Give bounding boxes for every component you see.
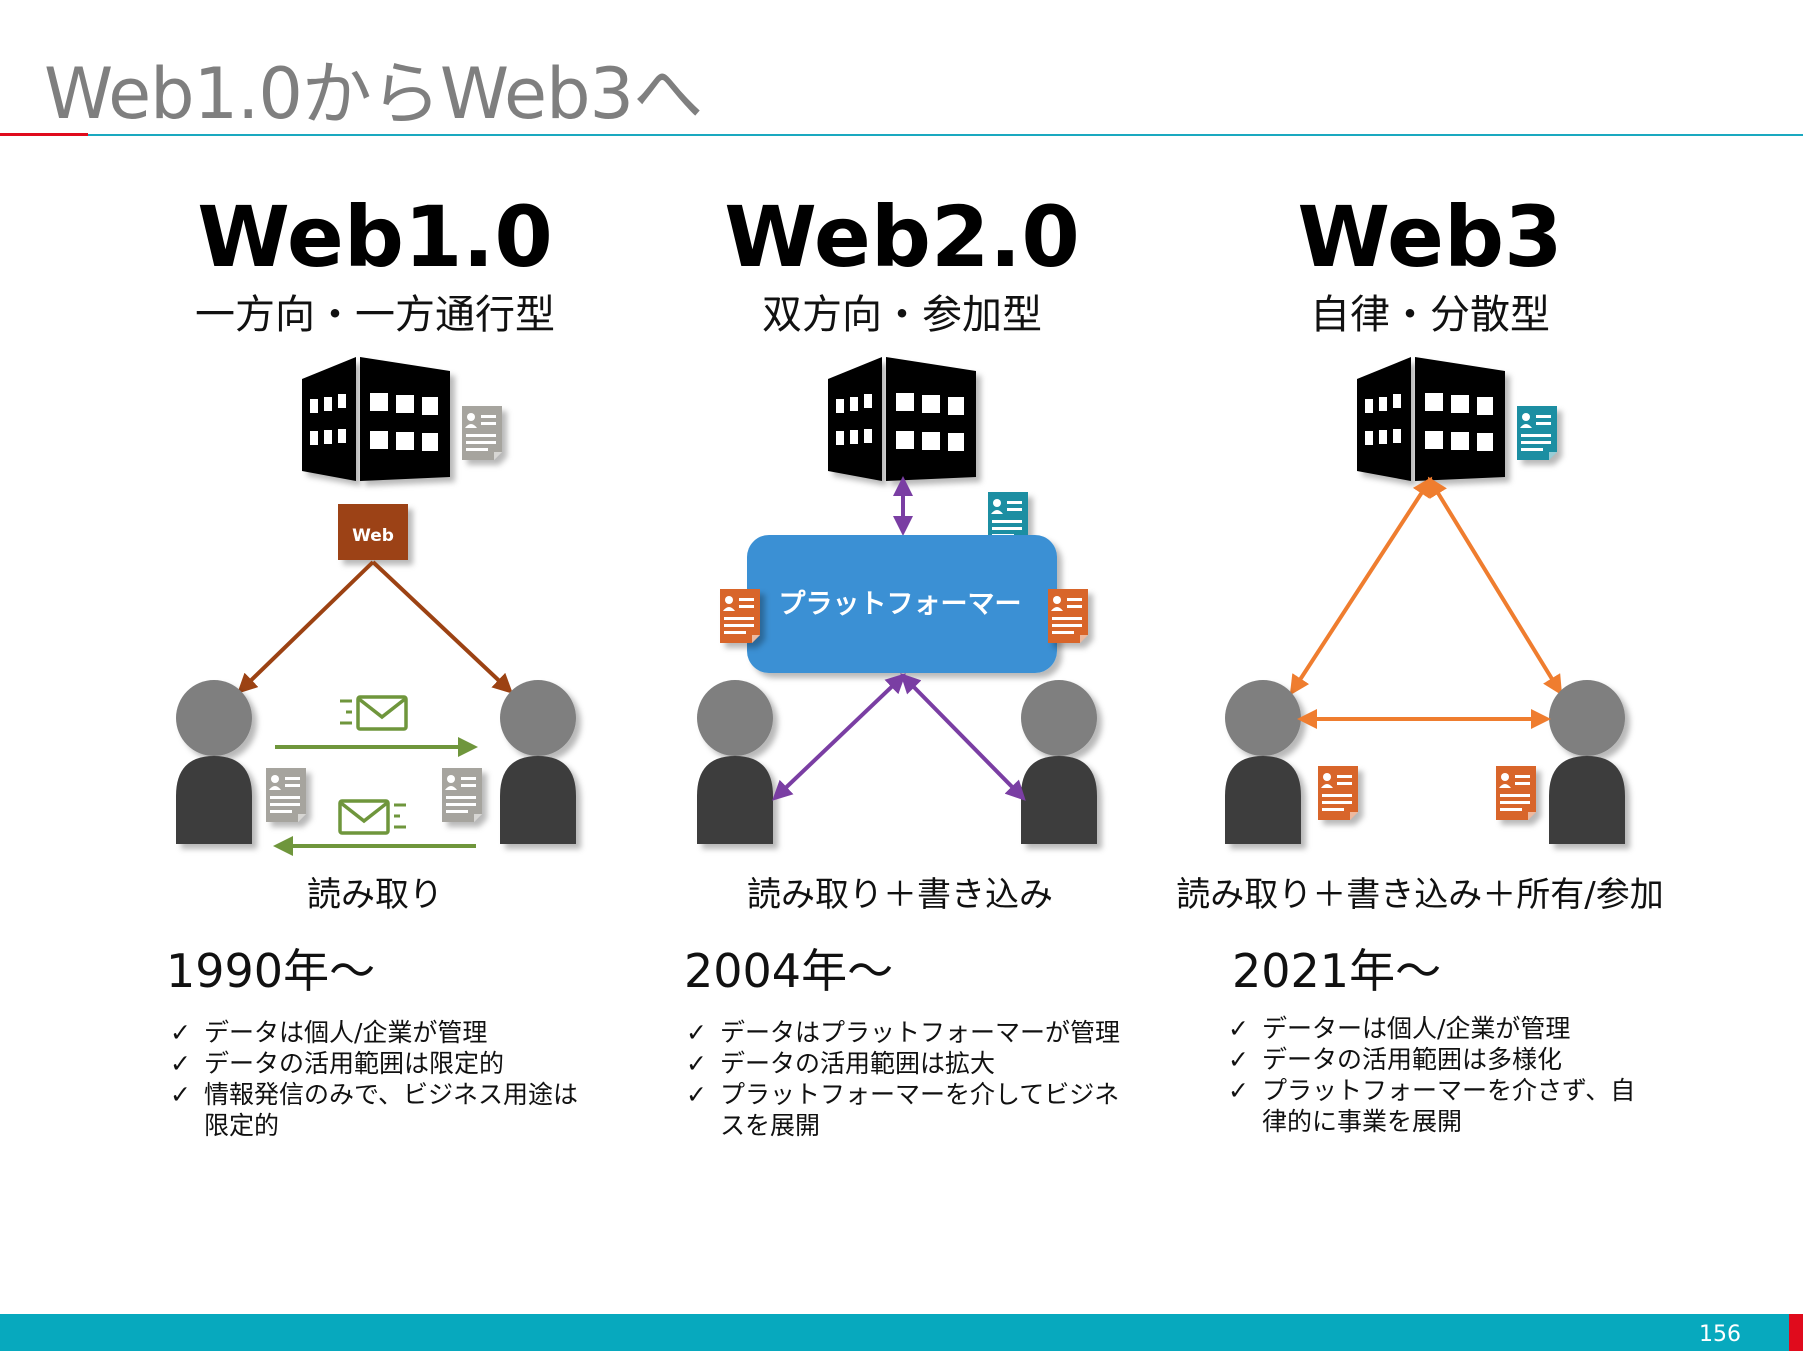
arrow-web-to-user-right <box>371 560 513 694</box>
web2-bullet-list: ✓データはプラットフォーマーが管理 ✓データの活用範囲は拡大 ✓プラットフォーマ… <box>684 1017 1136 1141</box>
check-icon: ✓ <box>1228 1076 1249 1105</box>
arrow-web-to-user-left <box>237 560 375 694</box>
document-icon <box>266 768 306 822</box>
web1-diagram: Web <box>176 357 576 856</box>
footer-accent <box>1789 1314 1803 1351</box>
web3-subtitle: 自律・分散型 <box>1310 292 1550 338</box>
platform-box <box>747 535 1057 673</box>
check-icon: ✓ <box>686 1049 707 1078</box>
list-item: ✓データーは個人/企業が管理 <box>1228 1014 1571 1043</box>
web3-bullet-list: ✓データーは個人/企業が管理 ✓データの活用範囲は多様化 ✓プラットフォーマーを… <box>1226 1013 1656 1137</box>
arrow-building-user-right <box>1427 476 1563 696</box>
web1-bullet-list: ✓データは個人/企業が管理 ✓データの活用範囲は限定的 ✓情報発信のみで、ビジネ… <box>168 1017 598 1141</box>
page-number: 156 <box>1699 1322 1741 1347</box>
building-icon <box>1357 357 1505 481</box>
list-item: ✓データの活用範囲は限定的 <box>170 1049 505 1078</box>
document-icon <box>1517 406 1557 460</box>
check-icon: ✓ <box>170 1018 191 1047</box>
list-item: ✓データは個人/企業が管理 <box>170 1018 488 1047</box>
web1-title: Web1.0 <box>197 188 553 286</box>
person-icon <box>176 680 252 844</box>
web-page-icon: Web <box>338 504 408 560</box>
arrow-platform-user-left <box>772 673 906 801</box>
title-rule <box>88 134 1803 136</box>
slide-title: Web1.0からWeb3へ <box>44 53 703 135</box>
person-icon <box>1225 680 1301 844</box>
check-icon: ✓ <box>686 1080 707 1109</box>
web1-caption: 読み取り <box>307 875 443 915</box>
web2-caption: 読み取り＋書き込み <box>747 875 1053 915</box>
email-icon <box>338 799 406 835</box>
web-label: Web <box>352 526 394 546</box>
web2-title: Web2.0 <box>724 188 1080 286</box>
building-icon <box>302 357 450 481</box>
web2-subtitle: 双方向・参加型 <box>762 292 1042 338</box>
list-item: ✓データはプラットフォーマーが管理 <box>686 1018 1121 1047</box>
web3-title: Web3 <box>1297 188 1563 286</box>
list-item: ✓プラットフォーマーを介してビジネスを展開 <box>686 1080 1120 1140</box>
check-icon: ✓ <box>170 1080 191 1109</box>
list-item: ✓情報発信のみで、ビジネス用途は限定的 <box>170 1080 579 1140</box>
list-item: ✓プラットフォーマーを介さず、自律的に事業を展開 <box>1228 1076 1636 1136</box>
list-item: ✓データの活用範囲は拡大 <box>686 1049 996 1078</box>
check-icon: ✓ <box>1228 1045 1249 1074</box>
document-icon <box>1048 589 1088 643</box>
web3-year: 2021年〜 <box>1232 944 1442 998</box>
check-icon: ✓ <box>686 1018 707 1047</box>
document-icon <box>720 589 760 643</box>
check-icon: ✓ <box>1228 1014 1249 1043</box>
person-icon <box>500 680 576 844</box>
web1-subtitle: 一方向・一方通行型 <box>195 292 555 338</box>
arrow-platform-user-right <box>900 673 1026 801</box>
email-icon <box>340 695 408 731</box>
web2-year: 2004年〜 <box>684 944 894 998</box>
footer-bar <box>0 1314 1789 1351</box>
document-icon <box>442 768 482 822</box>
building-icon <box>828 357 976 481</box>
platform-label: プラットフォーマー <box>779 589 1022 620</box>
web3-caption: 読み取り＋書き込み＋所有/参加 <box>1176 875 1664 915</box>
document-icon <box>462 406 502 460</box>
web3-diagram <box>1225 357 1625 844</box>
web2-diagram: プラットフォーマー <box>697 357 1097 844</box>
document-icon <box>1496 766 1536 820</box>
person-icon <box>1021 680 1097 844</box>
document-icon <box>1318 766 1358 820</box>
check-icon: ✓ <box>170 1049 191 1078</box>
title-rule-accent <box>0 133 88 136</box>
web1-year: 1990年〜 <box>166 944 376 998</box>
person-icon <box>697 680 773 844</box>
person-icon <box>1549 680 1625 844</box>
list-item: ✓データの活用範囲は多様化 <box>1228 1045 1563 1074</box>
arrow-building-user-left <box>1289 476 1433 696</box>
